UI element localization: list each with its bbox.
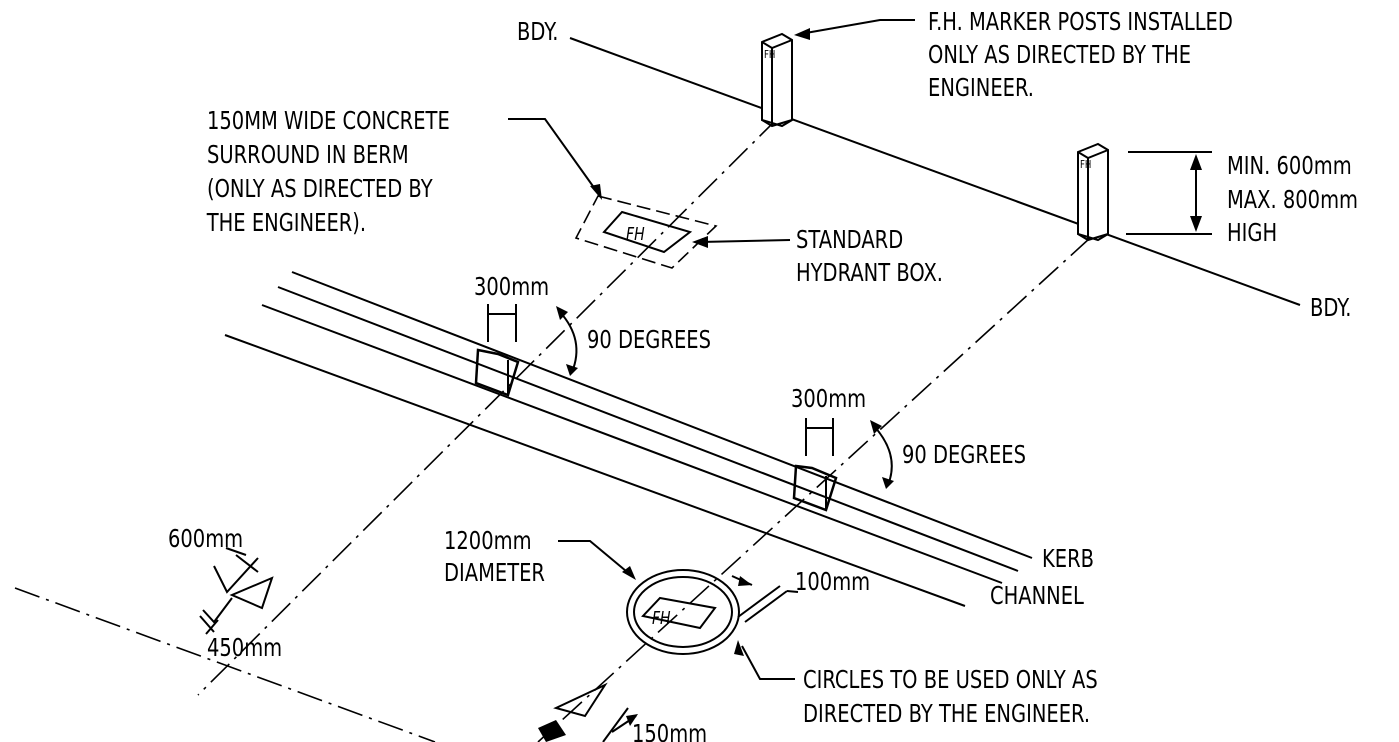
road-marker-left <box>202 557 274 624</box>
surround-note-line-3: (ONLY AS DIRECTED BY <box>207 175 433 204</box>
marker-posts-note-line-1: F.H. MARKER POSTS INSTALLED <box>928 8 1233 37</box>
fh-label: FH <box>652 607 671 628</box>
road-marker-bottom <box>538 682 629 742</box>
hydrant-box-upper: FH <box>574 195 718 269</box>
dimension-600 <box>225 547 259 573</box>
marker-post-right: FH <box>1077 142 1109 242</box>
degrees-right-label: 90 DEGREES <box>902 441 1026 470</box>
kerb-block-right <box>792 464 838 512</box>
dimension-300-right <box>805 418 834 456</box>
surround-note-line-2: SURROUND IN BERM <box>207 141 409 170</box>
marker-posts-note-line-3: ENGINEER. <box>928 74 1034 103</box>
kerb-channel-lines <box>224 271 1033 607</box>
dimension-100 <box>731 575 799 623</box>
hydrant-circle: FH <box>626 569 740 655</box>
hydrant-box-note-line-2: HYDRANT BOX. <box>796 259 943 288</box>
surround-note-line-4: THE ENGINEER). <box>206 209 366 238</box>
height-dimension <box>1126 151 1212 235</box>
dim-300-right-label: 300mm <box>791 385 866 414</box>
fh-label: FH <box>764 49 775 61</box>
hydrant-box-note-line-1: STANDARD <box>796 226 903 255</box>
centre-lines <box>14 117 1091 742</box>
kerb-label: KERB <box>1042 545 1094 574</box>
dim-300-left-label: 300mm <box>474 273 549 302</box>
fh-label: FH <box>626 223 645 244</box>
angle-90-left <box>556 306 578 376</box>
angle-90-right <box>870 420 894 489</box>
dim-450-label: 450mm <box>207 634 282 663</box>
dim-600-label: 600mm <box>168 525 243 554</box>
marker-posts-note-line-2: ONLY AS DIRECTED BY THE <box>928 41 1191 70</box>
dimension-300-left <box>487 304 517 342</box>
height-note-line-2: MAX. 800mm <box>1227 186 1358 215</box>
degrees-left-label: 90 DEGREES <box>587 326 711 355</box>
kerb-block-left <box>474 348 520 397</box>
dimension-150 <box>611 714 638 733</box>
circles-note-line-2: DIRECTED BY THE ENGINEER. <box>803 700 1090 729</box>
dim-150-label: 150mm <box>632 720 707 742</box>
marker-post-left: FH <box>761 32 793 128</box>
leader-lines <box>508 19 915 680</box>
boundary-line <box>569 37 1301 306</box>
bdy-label-right: BDY. <box>1310 294 1351 323</box>
dimension-450 <box>199 615 219 635</box>
dim-100-label: 100mm <box>795 568 870 597</box>
diameter-label-line-2: DIAMETER <box>444 559 545 588</box>
surround-note-line-1: 150MM WIDE CONCRETE <box>207 107 450 136</box>
channel-label: CHANNEL <box>990 582 1084 611</box>
height-note-line-1: MIN. 600mm <box>1227 152 1352 181</box>
bdy-label-top: BDY. <box>517 18 558 47</box>
annotations: BDY. BDY. F.H. MARKER POSTS INSTALLED ON… <box>168 8 1358 742</box>
fh-label: FH <box>1080 159 1091 171</box>
diameter-label-line-1: 1200mm <box>444 527 532 556</box>
circles-note-line-1: CIRCLES TO BE USED ONLY AS <box>803 666 1098 695</box>
height-note-line-3: HIGH <box>1227 219 1277 248</box>
